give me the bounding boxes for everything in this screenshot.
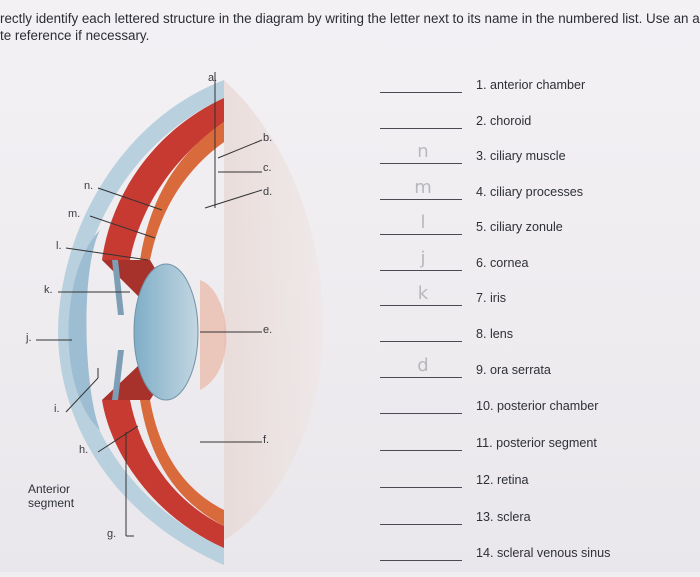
answer-blank[interactable] <box>380 341 462 342</box>
list-item-label: 3. ciliary muscle <box>476 149 566 163</box>
eye-illustration <box>36 72 324 565</box>
label-c: c. <box>263 162 272 174</box>
answer-blank[interactable] <box>380 163 462 164</box>
list-item-label: 8. lens <box>476 327 514 341</box>
list-item: 8. lens <box>380 327 680 349</box>
list-item: 10. posterior chamber <box>380 399 680 421</box>
list-item-label: 4. ciliary processes <box>476 185 584 199</box>
label-f: f. <box>263 434 270 446</box>
instructions-line-2: te reference if necessary. <box>0 28 150 43</box>
lens <box>133 263 199 401</box>
list-item: 11. posterior segment <box>380 436 680 458</box>
list-item-label: 9. ora serrata <box>476 363 551 377</box>
list-item-label: 6. cornea <box>476 256 529 270</box>
answer-blank[interactable] <box>380 234 462 235</box>
label-h: h. <box>79 444 89 456</box>
label-d: d. <box>263 186 273 198</box>
answer-blank[interactable] <box>380 560 462 561</box>
answer-blank[interactable] <box>380 487 462 488</box>
handwritten-answer <box>400 428 446 452</box>
eye-diagram: a. b. c. d. e. f. g. h. i. j. k. l. m. n… <box>0 60 360 572</box>
answer-blank[interactable] <box>380 92 462 93</box>
handwritten-answer: l <box>420 212 426 233</box>
list-item: 12. retina <box>380 473 680 495</box>
label-j: j. <box>26 332 32 344</box>
retina-upper <box>140 122 224 260</box>
list-item: k 7. iris <box>380 283 680 313</box>
list-item: 1. anterior chamber <box>380 78 680 100</box>
handwritten-answer <box>400 319 446 343</box>
label-l: l. <box>56 240 62 252</box>
handwritten-answer <box>400 465 446 489</box>
answer-blank[interactable] <box>380 199 462 200</box>
answer-blank[interactable] <box>380 377 462 378</box>
leader-lines <box>36 139 263 537</box>
sclera <box>58 80 224 565</box>
handwritten-answer: k <box>417 283 429 304</box>
list-item-label: 10. posterior chamber <box>476 399 599 413</box>
answer-blank[interactable] <box>380 305 462 306</box>
label-a: a. <box>208 72 218 84</box>
handwritten-answer <box>400 502 446 526</box>
label-m: m. <box>68 208 81 220</box>
answer-blank[interactable] <box>380 270 462 271</box>
anterior-segment-label: Anterior segment <box>28 482 75 510</box>
answer-blank[interactable] <box>380 450 462 451</box>
answer-blank[interactable] <box>380 524 462 525</box>
list-item-label: 14. scleral venous sinus <box>476 546 611 560</box>
handwritten-answer <box>400 538 446 562</box>
answer-blank[interactable] <box>380 128 462 129</box>
list-item-label: 7. iris <box>476 291 507 305</box>
iris-upper <box>112 260 124 315</box>
list-item-label: 11. posterior segment <box>476 436 597 450</box>
list-item-label: 13. sclera <box>476 510 531 524</box>
posterior-patch <box>200 280 227 390</box>
list-item: l 5. ciliary zonule <box>380 212 680 242</box>
handwritten-answer <box>400 106 446 130</box>
answer-blank[interactable] <box>380 413 462 414</box>
list-item: j 6. cornea <box>380 248 680 278</box>
handwritten-answer: m <box>414 177 432 198</box>
instructions-line-1: rectly identify each lettered structure … <box>0 11 700 26</box>
cornea <box>68 230 100 430</box>
label-i: i. <box>54 403 60 415</box>
list-item: 13. sclera <box>380 510 680 532</box>
list-item-label: 2. choroid <box>476 114 532 128</box>
label-k: k. <box>44 284 53 296</box>
label-g: g. <box>107 528 117 540</box>
label-b: b. <box>263 132 273 144</box>
list-item-label: 12. retina <box>476 473 529 487</box>
list-item: 2. choroid <box>380 114 680 136</box>
handwritten-answer: d <box>417 355 429 376</box>
list-item-label: 5. ciliary zonule <box>476 220 563 234</box>
vitreous-body <box>224 80 324 540</box>
list-item: 14. scleral venous sinus <box>380 546 680 568</box>
instructions: rectly identify each lettered structure … <box>0 10 700 44</box>
list-item: n 3. ciliary muscle <box>380 141 680 171</box>
handwritten-answer <box>400 70 446 94</box>
list-item-label: 1. anterior chamber <box>476 78 586 92</box>
handwritten-answer: n <box>417 141 429 162</box>
handwritten-answer: j <box>420 248 426 269</box>
retina-lower <box>140 400 224 526</box>
list-item: d 9. ora serrata <box>380 355 680 385</box>
choroid-lower <box>102 400 224 548</box>
choroid-upper <box>102 98 224 260</box>
iris-lower <box>112 350 124 400</box>
label-n: n. <box>84 180 94 192</box>
label-e: e. <box>263 324 273 336</box>
handwritten-answer <box>400 391 446 415</box>
list-item: m 4. ciliary processes <box>380 177 680 207</box>
